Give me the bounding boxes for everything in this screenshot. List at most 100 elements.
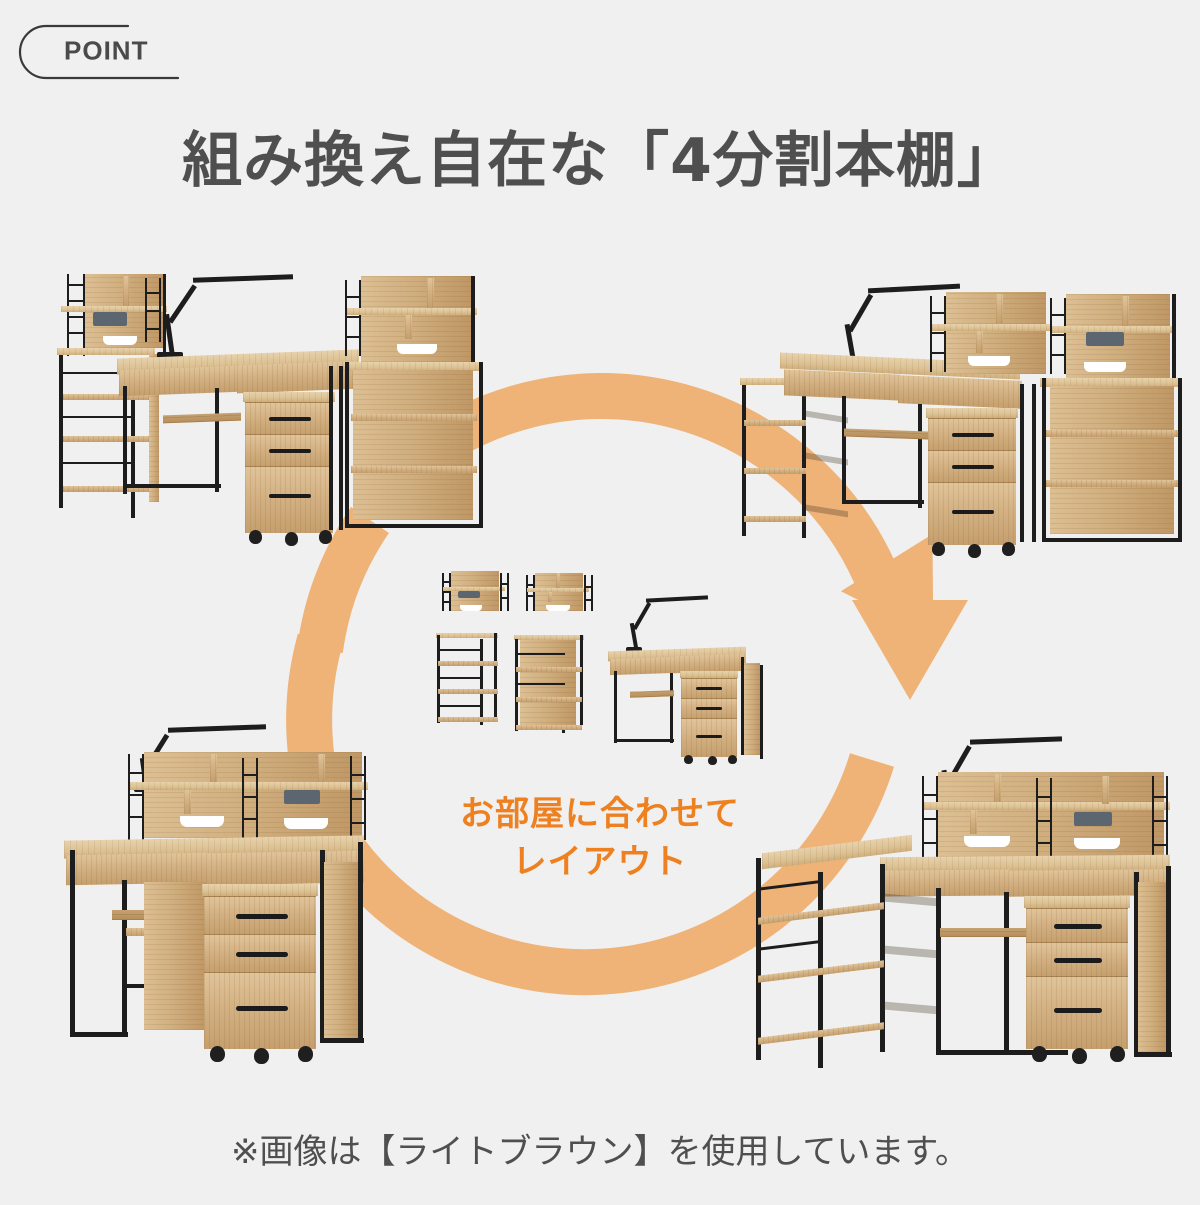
part-c-rail3 [437,705,482,707]
bookshelf-br-rail1 [756,880,820,891]
bookshelf-right-top [343,362,483,371]
mesh-rail-bl-mid [242,758,258,838]
side-panel-bl [324,862,358,1040]
layout-wide-right [740,272,1190,558]
chest-caster-tr-2 [968,544,981,558]
keyboard-tray-br [940,928,1058,937]
point-badge-label: POINT [64,35,149,66]
chest-caster-tr-3 [1002,542,1015,556]
part-c-rail2 [437,677,482,679]
upper-shelf-br-div2 [1102,776,1109,804]
upper-shelf-bl-div2 [318,754,325,782]
mesh-rail-tr-mid [930,296,946,372]
part-b-divider [556,573,560,588]
phone-holder-bl [284,790,320,804]
chest-top-br [1024,896,1130,908]
part-d-rail1 [515,653,565,655]
desk-leg-br-b [1004,892,1009,1054]
part-c-top [436,633,498,638]
point-badge: POINT [18,24,206,80]
bookshelf-tr-left-post-b [802,384,806,538]
upper-shelf-tr-mid-div [996,294,1003,324]
chest-caster-br-3 [1110,1046,1125,1062]
chest-top-bl [202,884,318,896]
bookshelf-tr-left-post-a [742,380,746,536]
layout-corner [752,732,1192,1082]
chest-drawer-tr-3 [928,482,1016,545]
part-d-shelf3 [516,725,582,730]
part-upper-shelf-a [442,571,514,615]
chest-handle-tr-1 [952,433,994,437]
desk-apron-br-a [884,869,1010,897]
part-c-shelf1 [438,661,498,666]
bookshelf-left-post-a [59,350,63,508]
mesh-part-b2 [584,575,593,611]
chest-drawer-br-3 [1026,976,1128,1049]
chest-handle-left-1 [269,417,311,421]
phone-holder-left [93,312,127,326]
chest-handle-tr-2 [952,465,994,469]
part-e-tray [630,690,674,698]
desk-stretcher-left [123,484,221,488]
part-e-lamp-arm-u [632,602,652,630]
chest-handle-br-2 [1054,958,1102,963]
shelf-light-right [397,344,437,354]
bookshelf-br-shadow2 [884,945,940,959]
mesh-rail-right [345,280,361,356]
part-b-divider2 [548,592,552,602]
bookshelf-left-shelf3 [63,486,155,492]
bookshelf-right-foot [345,524,483,528]
bookshelf-br-post-c [880,864,885,1052]
desk-lamp-arm-upper [168,284,197,324]
bookshelf-tr-right-shelf1 [1046,430,1178,437]
chest-caster-bl-2 [254,1048,269,1064]
upper-shelf-divider-right [427,278,434,308]
upper-shelf-bl-div1 [210,754,217,782]
desk-leg-tr-a [842,396,846,504]
bookshelf-tr-left-shelf1 [744,420,806,426]
desk-inner-panel-bl [144,882,206,1030]
chest-handle-br-1 [1054,924,1102,929]
chest-caster-left-1 [249,530,262,544]
part-desk-chest [608,595,774,765]
shelf-light-tr-right [1084,362,1126,372]
part-upper-shelf-b [526,573,598,617]
upper-shelf-board-left [61,306,167,312]
mesh-rail-br-left [922,776,938,860]
side-frame-bl-a [320,850,325,1042]
keyboard-tray-left [163,412,241,424]
upper-shelf-bl-div3 [184,790,191,814]
part-b-light [546,605,570,611]
mesh-rail-left2 [145,278,161,342]
desk-apron-left-a [119,365,239,397]
keyboard-tray-tr [844,428,928,440]
part-e-handle-3 [696,735,722,738]
side-frame-bl-c [320,1038,364,1043]
side-frame-bl-b [358,842,363,1042]
shelf-light-br-1 [964,836,1010,847]
upper-shelf-br-div3 [970,810,977,834]
chest-drawer-bl-3 [204,972,316,1049]
part-e-side-panel [744,663,760,755]
part-e-caster-3 [728,755,737,764]
part-e-apron-a [610,656,676,676]
part-bookshelf-b [514,635,590,735]
lamp-head-bl [167,724,267,733]
shelf-light-left [103,336,137,345]
bookshelf-tr-right-foot [1042,538,1182,542]
chest-handle-left-3 [269,494,311,498]
phone-holder-tr [1086,332,1124,346]
chest-caster-br-1 [1032,1046,1047,1062]
lamp-head-br [969,736,1063,745]
desk-leg-left-rear [215,388,219,492]
bookshelf-br-shadow3 [884,1001,940,1015]
shelf-light-bl-1 [180,816,224,827]
chest-handle-left-2 [269,449,311,453]
desk-stretcher-tr [842,500,924,504]
part-e-side-frame-b [760,665,763,759]
part-c-post-c [494,633,497,719]
chest-handle-br-3 [1054,1008,1102,1013]
hinge-frame-tr-a [1020,384,1024,542]
bookshelf-tr-right-post-a [1042,378,1046,542]
